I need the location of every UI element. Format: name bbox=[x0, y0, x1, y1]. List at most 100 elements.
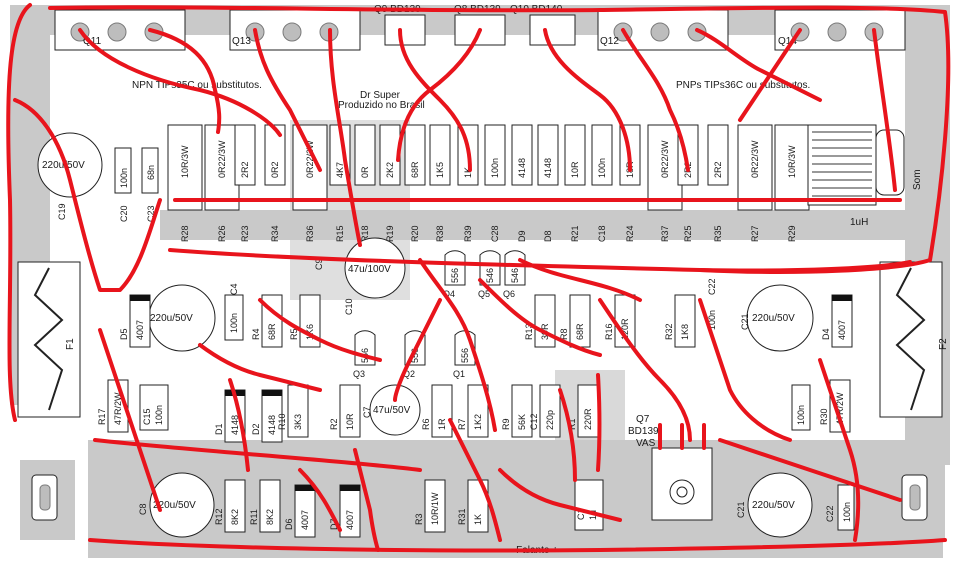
top-resistor-ref: C18 bbox=[597, 225, 607, 242]
top-resistor-body bbox=[511, 124, 533, 186]
top-resistor-value: 4148 bbox=[543, 158, 553, 178]
mid-part-value: 47R/2W bbox=[113, 392, 123, 425]
mid-part-value: 1K8 bbox=[680, 324, 690, 340]
mid-part-value: 220p bbox=[545, 410, 555, 430]
top-resistor-value: 100n bbox=[597, 158, 607, 178]
mid-part-ref: R7 bbox=[457, 418, 467, 430]
c8-capacitor bbox=[149, 472, 215, 538]
c4-ref: C4 bbox=[229, 283, 239, 295]
c21-right-value: 220u/50V bbox=[752, 313, 795, 324]
top-resistor-ref: D8 bbox=[543, 230, 553, 242]
c15-ref: C15 bbox=[142, 408, 152, 425]
top-resistor-ref: R27 bbox=[750, 225, 760, 242]
c7-ref: C7 bbox=[362, 406, 372, 418]
mid-part-body bbox=[259, 479, 281, 533]
mid-part-ref: D7 bbox=[329, 518, 339, 530]
q12-label: Q12 bbox=[600, 36, 619, 47]
top-resistor-ref: R15 bbox=[335, 225, 345, 242]
mid-part-ref: R30 bbox=[819, 408, 829, 425]
c19-capacitor bbox=[37, 132, 103, 198]
mid-part-value: 120R bbox=[620, 318, 630, 340]
top-resistor-ref: C28 bbox=[490, 225, 500, 242]
top-resistor-value: 0R22/3W bbox=[217, 140, 227, 178]
mid-part-ref: R2 bbox=[329, 418, 339, 430]
top-resistor-row: 10R/3WR280R22/3WR262R2R230R2R340R22/3WR3… bbox=[167, 124, 810, 242]
top-resistor-value: 4148 bbox=[517, 158, 527, 178]
mid-part-value: 8K2 bbox=[265, 509, 275, 525]
c23-ref: C23 bbox=[146, 205, 156, 222]
top-resistor-ref: R20 bbox=[410, 225, 420, 242]
top-resistor-body bbox=[737, 124, 773, 211]
q7-ref: Q7 bbox=[636, 414, 650, 425]
mid-part-value: 56K bbox=[517, 414, 527, 430]
top-resistor-value: 0R22/3W bbox=[750, 140, 760, 178]
mid-part-value: 1K6 bbox=[305, 324, 315, 340]
c21-bottom-value: 220u/50V bbox=[752, 500, 795, 511]
q14-label: Q14 bbox=[778, 36, 797, 47]
top-resistor-value: 0R bbox=[360, 166, 370, 178]
mid-part-value: 47R/2W bbox=[835, 392, 845, 425]
top-resistor-ref: R28 bbox=[180, 225, 190, 242]
top-resistor-body bbox=[167, 124, 203, 211]
c9-ref: C9 bbox=[314, 258, 324, 270]
mid-part-value: 4007 bbox=[837, 320, 847, 340]
c22-bottom-ref: C22 bbox=[825, 505, 835, 522]
top-resistor-body bbox=[292, 124, 328, 211]
small-transistor-body bbox=[479, 250, 501, 286]
pnp-note: PNPs TIPs36C ou substitutos. bbox=[676, 80, 810, 91]
c21-right-capacitor bbox=[746, 284, 814, 352]
mid-part-value: 4007 bbox=[135, 320, 145, 340]
small-transistor-body bbox=[444, 250, 466, 286]
top-resistor-value: 100n bbox=[490, 158, 500, 178]
mid-part-value: 68R bbox=[267, 323, 277, 340]
heatsink-inductor: 1uH Som bbox=[807, 124, 923, 228]
c22-ref: C22 bbox=[707, 278, 717, 295]
c15-value: 100n bbox=[154, 405, 164, 425]
c8-value: 220u/50V bbox=[153, 500, 196, 511]
top-resistor-body bbox=[564, 124, 586, 186]
c20-value: 100n bbox=[119, 168, 129, 188]
small-transistor-ref: Q5 bbox=[478, 289, 490, 299]
top-resistor-body bbox=[234, 124, 256, 186]
top-resistor-ref: R29 bbox=[787, 225, 797, 242]
top-resistor-body bbox=[264, 124, 286, 186]
top-resistor-ref: R38 bbox=[435, 225, 445, 242]
mid-part-ref: R32 bbox=[664, 323, 674, 340]
q7-role: VAS bbox=[636, 438, 656, 449]
top-resistor-body bbox=[204, 124, 240, 211]
c21-bottom-ref: C21 bbox=[736, 501, 746, 518]
small-transistor-value: 556 bbox=[410, 348, 420, 363]
fuses: F1 F2 bbox=[17, 261, 949, 418]
mid-part-ref: D2 bbox=[251, 423, 261, 435]
mid-part-body bbox=[224, 479, 246, 533]
q7-part: BD139 bbox=[628, 426, 659, 437]
mid-part-value: 8K2 bbox=[230, 509, 240, 525]
top-resistor-ref: R24 bbox=[625, 225, 635, 242]
som-label: Som bbox=[912, 169, 923, 190]
mid-part-ref: D5 bbox=[119, 328, 129, 340]
top-resistor-value: 1K bbox=[463, 167, 473, 178]
mid-part-value: 10R/1W bbox=[430, 492, 440, 525]
top-resistor-value: 10R bbox=[570, 161, 580, 178]
top-resistor-body bbox=[404, 124, 426, 186]
top-resistor-value: 0R22/3W bbox=[660, 140, 670, 178]
fuse-f1-ref: F1 bbox=[65, 338, 76, 350]
c7-value: 47u/50V bbox=[373, 405, 411, 416]
npn-note: NPN TIPs35C ou substitutos. bbox=[132, 80, 262, 91]
traces bbox=[6, 3, 951, 553]
mid-part-ref: R17 bbox=[97, 408, 107, 425]
small-transistor-ref: Q6 bbox=[503, 289, 515, 299]
mid-part-body bbox=[467, 384, 489, 438]
capacitors: 220u/50V C19 100n C20 68n C23 47u/100V C… bbox=[37, 132, 855, 538]
mid-part-ref: R31 bbox=[457, 508, 467, 525]
top-resistor-ref: R25 bbox=[683, 225, 693, 242]
mid-part-ref: R9 bbox=[501, 418, 511, 430]
top-resistor-value: 68R bbox=[410, 161, 420, 178]
c23-value: 68n bbox=[146, 165, 156, 180]
mid-part-ref: R3 bbox=[414, 513, 424, 525]
fuse-f2-ref: F2 bbox=[938, 338, 949, 350]
mid-part-ref: R10 bbox=[277, 413, 287, 430]
mid-part-body bbox=[674, 294, 696, 348]
